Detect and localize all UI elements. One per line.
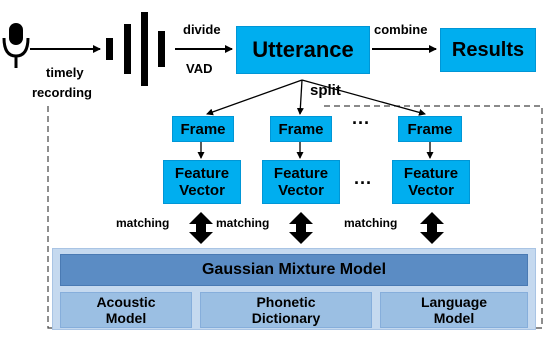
language-model-label-a: Language xyxy=(420,294,488,310)
results-label: Results xyxy=(451,38,525,61)
utterance-box: Utterance xyxy=(236,26,370,74)
gmm-bar: Gaussian Mixture Model xyxy=(60,254,528,286)
frame-box-3: Frame xyxy=(398,116,462,142)
feature-vector-label-1b: Vector xyxy=(179,182,225,199)
feature-vector-box-3: Feature Vector xyxy=(392,160,470,204)
feature-vector-label-2a: Feature xyxy=(273,165,329,182)
split-arrow-1 xyxy=(206,79,303,116)
phonetic-dictionary-label-a: Phonetic xyxy=(256,294,316,310)
phonetic-dictionary-box: Phonetic Dictionary xyxy=(200,292,372,328)
recording-label: recording xyxy=(32,85,92,100)
frame-label-2: Frame xyxy=(278,120,324,138)
feature-vector-box-1: Feature Vector xyxy=(163,160,241,204)
acoustic-model-label-a: Acoustic xyxy=(96,294,156,310)
waveform-icon xyxy=(106,12,165,86)
matching-label-3: matching xyxy=(344,216,398,230)
utterance-label: Utterance xyxy=(252,37,354,62)
acoustic-model-label-b: Model xyxy=(105,310,147,326)
gmm-label: Gaussian Mixture Model xyxy=(201,261,387,278)
results-box: Results xyxy=(440,28,536,72)
frame-box-1: Frame xyxy=(172,116,234,142)
frames-ellipsis: ··· xyxy=(352,113,370,133)
acoustic-model-box: Acoustic Model xyxy=(60,292,192,328)
split-label: split xyxy=(310,82,341,99)
frame-box-2: Frame xyxy=(270,116,332,142)
timely-label: timely xyxy=(46,65,84,80)
frame-label-1: Frame xyxy=(180,120,226,138)
matching-label-2: matching xyxy=(216,216,270,230)
split-arrow-2 xyxy=(296,79,304,115)
language-model-label-b: Model xyxy=(433,310,475,326)
split-arrow-3 xyxy=(301,79,426,116)
feature-vector-label-3a: Feature xyxy=(403,165,459,182)
matching-double-arrow-3 xyxy=(420,212,444,244)
vad-label: VAD xyxy=(186,61,213,76)
phonetic-dictionary-label-b: Dictionary xyxy=(251,310,321,326)
matching-label-1: matching xyxy=(116,216,170,230)
language-model-box: Language Model xyxy=(380,292,528,328)
feature-vector-label-1a: Feature xyxy=(174,165,230,182)
feature-vector-label-3b: Vector xyxy=(408,182,454,199)
features-ellipsis: ··· xyxy=(354,173,372,193)
feature-vector-box-2: Feature Vector xyxy=(262,160,340,204)
divide-label: divide xyxy=(183,22,221,37)
matching-double-arrow-1 xyxy=(189,212,213,244)
matching-double-arrow-2 xyxy=(289,212,313,244)
feature-vector-label-2b: Vector xyxy=(278,182,324,199)
frame-label-3: Frame xyxy=(407,120,453,138)
combine-label: combine xyxy=(374,22,428,37)
microphone-icon xyxy=(2,23,30,68)
dashed-region-border xyxy=(47,105,543,329)
